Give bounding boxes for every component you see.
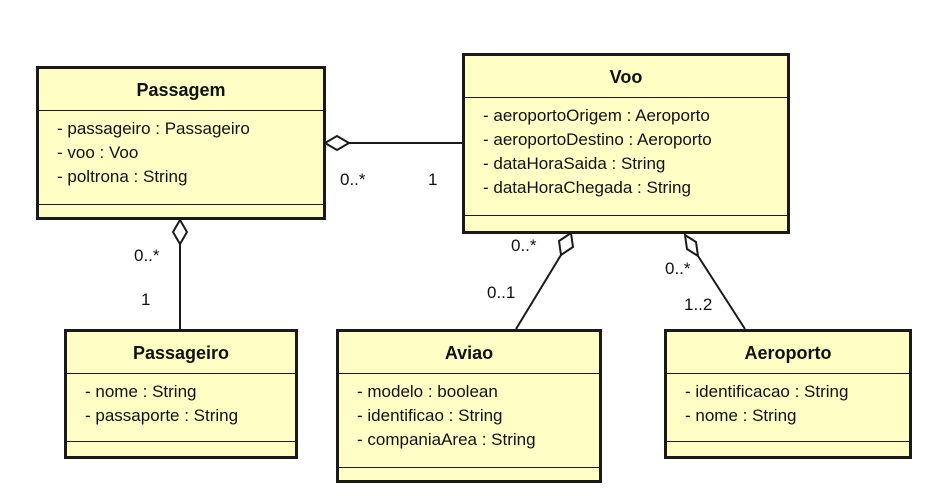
attribute-aeroporto-origem: - aeroportoOrigem : Aeroporto xyxy=(483,106,710,125)
multiplicity-aviao-side: 0..1 xyxy=(487,283,516,302)
multiplicity-voo-to-aeroporto: 0..* xyxy=(665,259,691,278)
attribute-aeroporto-destino: - aeroportoDestino : Aeroporto xyxy=(483,130,712,149)
attribute-data-hora-chegada: - dataHoraChegada : String xyxy=(483,178,691,197)
class-attributes-passagem: - passageiro : Passageiro - voo : Voo - … xyxy=(39,111,323,205)
class-aeroporto[interactable]: Aeroporto - identificacao : String - nom… xyxy=(664,329,912,459)
class-attributes-aeroporto: - identificacao : String - nome : String xyxy=(667,374,909,442)
class-aviao[interactable]: Aviao - modelo : boolean - identificao :… xyxy=(336,329,602,483)
multiplicity-passagem-to-passageiro: 0..* xyxy=(134,246,160,265)
attribute-identificao: - identificao : String xyxy=(357,406,503,425)
class-name-passagem: Passagem xyxy=(39,69,323,111)
class-passageiro[interactable]: Passageiro - nome : String - passaporte … xyxy=(64,329,298,459)
multiplicity-passageiro-side: 1 xyxy=(141,290,151,309)
class-voo[interactable]: Voo - aeroportoOrigem : Aeroporto - aero… xyxy=(462,53,790,234)
attribute-compania-area: - companiaArea : String xyxy=(357,430,536,449)
attribute-passageiro: - passageiro : Passageiro xyxy=(57,119,250,138)
attribute-poltrona: - poltrona : String xyxy=(57,167,188,186)
aggregation-diamond-passagem-passageiro xyxy=(171,218,189,246)
multiplicity-voo-to-aviao: 0..* xyxy=(511,236,537,255)
assoc-line-voo-aviao xyxy=(515,254,562,330)
multiplicity-passagem-side: 0..* xyxy=(340,170,366,189)
attribute-identificacao: - identificacao : String xyxy=(685,382,849,401)
class-passagem[interactable]: Passagem - passageiro : Passageiro - voo… xyxy=(36,66,326,220)
attribute-nome: - nome : String xyxy=(685,406,797,425)
aggregation-diamond-passagem-voo xyxy=(323,134,351,152)
attribute-data-hora-saida: - dataHoraSaida : String xyxy=(483,154,666,173)
multiplicity-aeroporto-side: 1..2 xyxy=(684,295,713,314)
class-attributes-aviao: - modelo : boolean - identificao : Strin… xyxy=(339,374,599,468)
attribute-voo: - voo : Voo xyxy=(57,143,139,162)
multiplicity-voo-side: 1 xyxy=(428,170,438,189)
aggregation-diamond-voo-aviao xyxy=(557,231,575,257)
aggregation-diamond-voo-aeroporto xyxy=(683,232,700,259)
attribute-nome: - nome : String xyxy=(85,382,197,401)
class-name-voo: Voo xyxy=(465,56,787,98)
assoc-line-voo-aeroporto xyxy=(697,255,746,330)
class-name-passageiro: Passageiro xyxy=(67,332,295,374)
attribute-passaporte: - passaporte : String xyxy=(85,406,239,425)
attribute-modelo: - modelo : boolean xyxy=(357,382,498,401)
class-attributes-passageiro: - nome : String - passaporte : String xyxy=(67,374,295,442)
class-name-aviao: Aviao xyxy=(339,332,599,374)
class-attributes-voo: - aeroportoOrigem : Aeroporto - aeroport… xyxy=(465,98,787,216)
class-name-aeroporto: Aeroporto xyxy=(667,332,909,374)
